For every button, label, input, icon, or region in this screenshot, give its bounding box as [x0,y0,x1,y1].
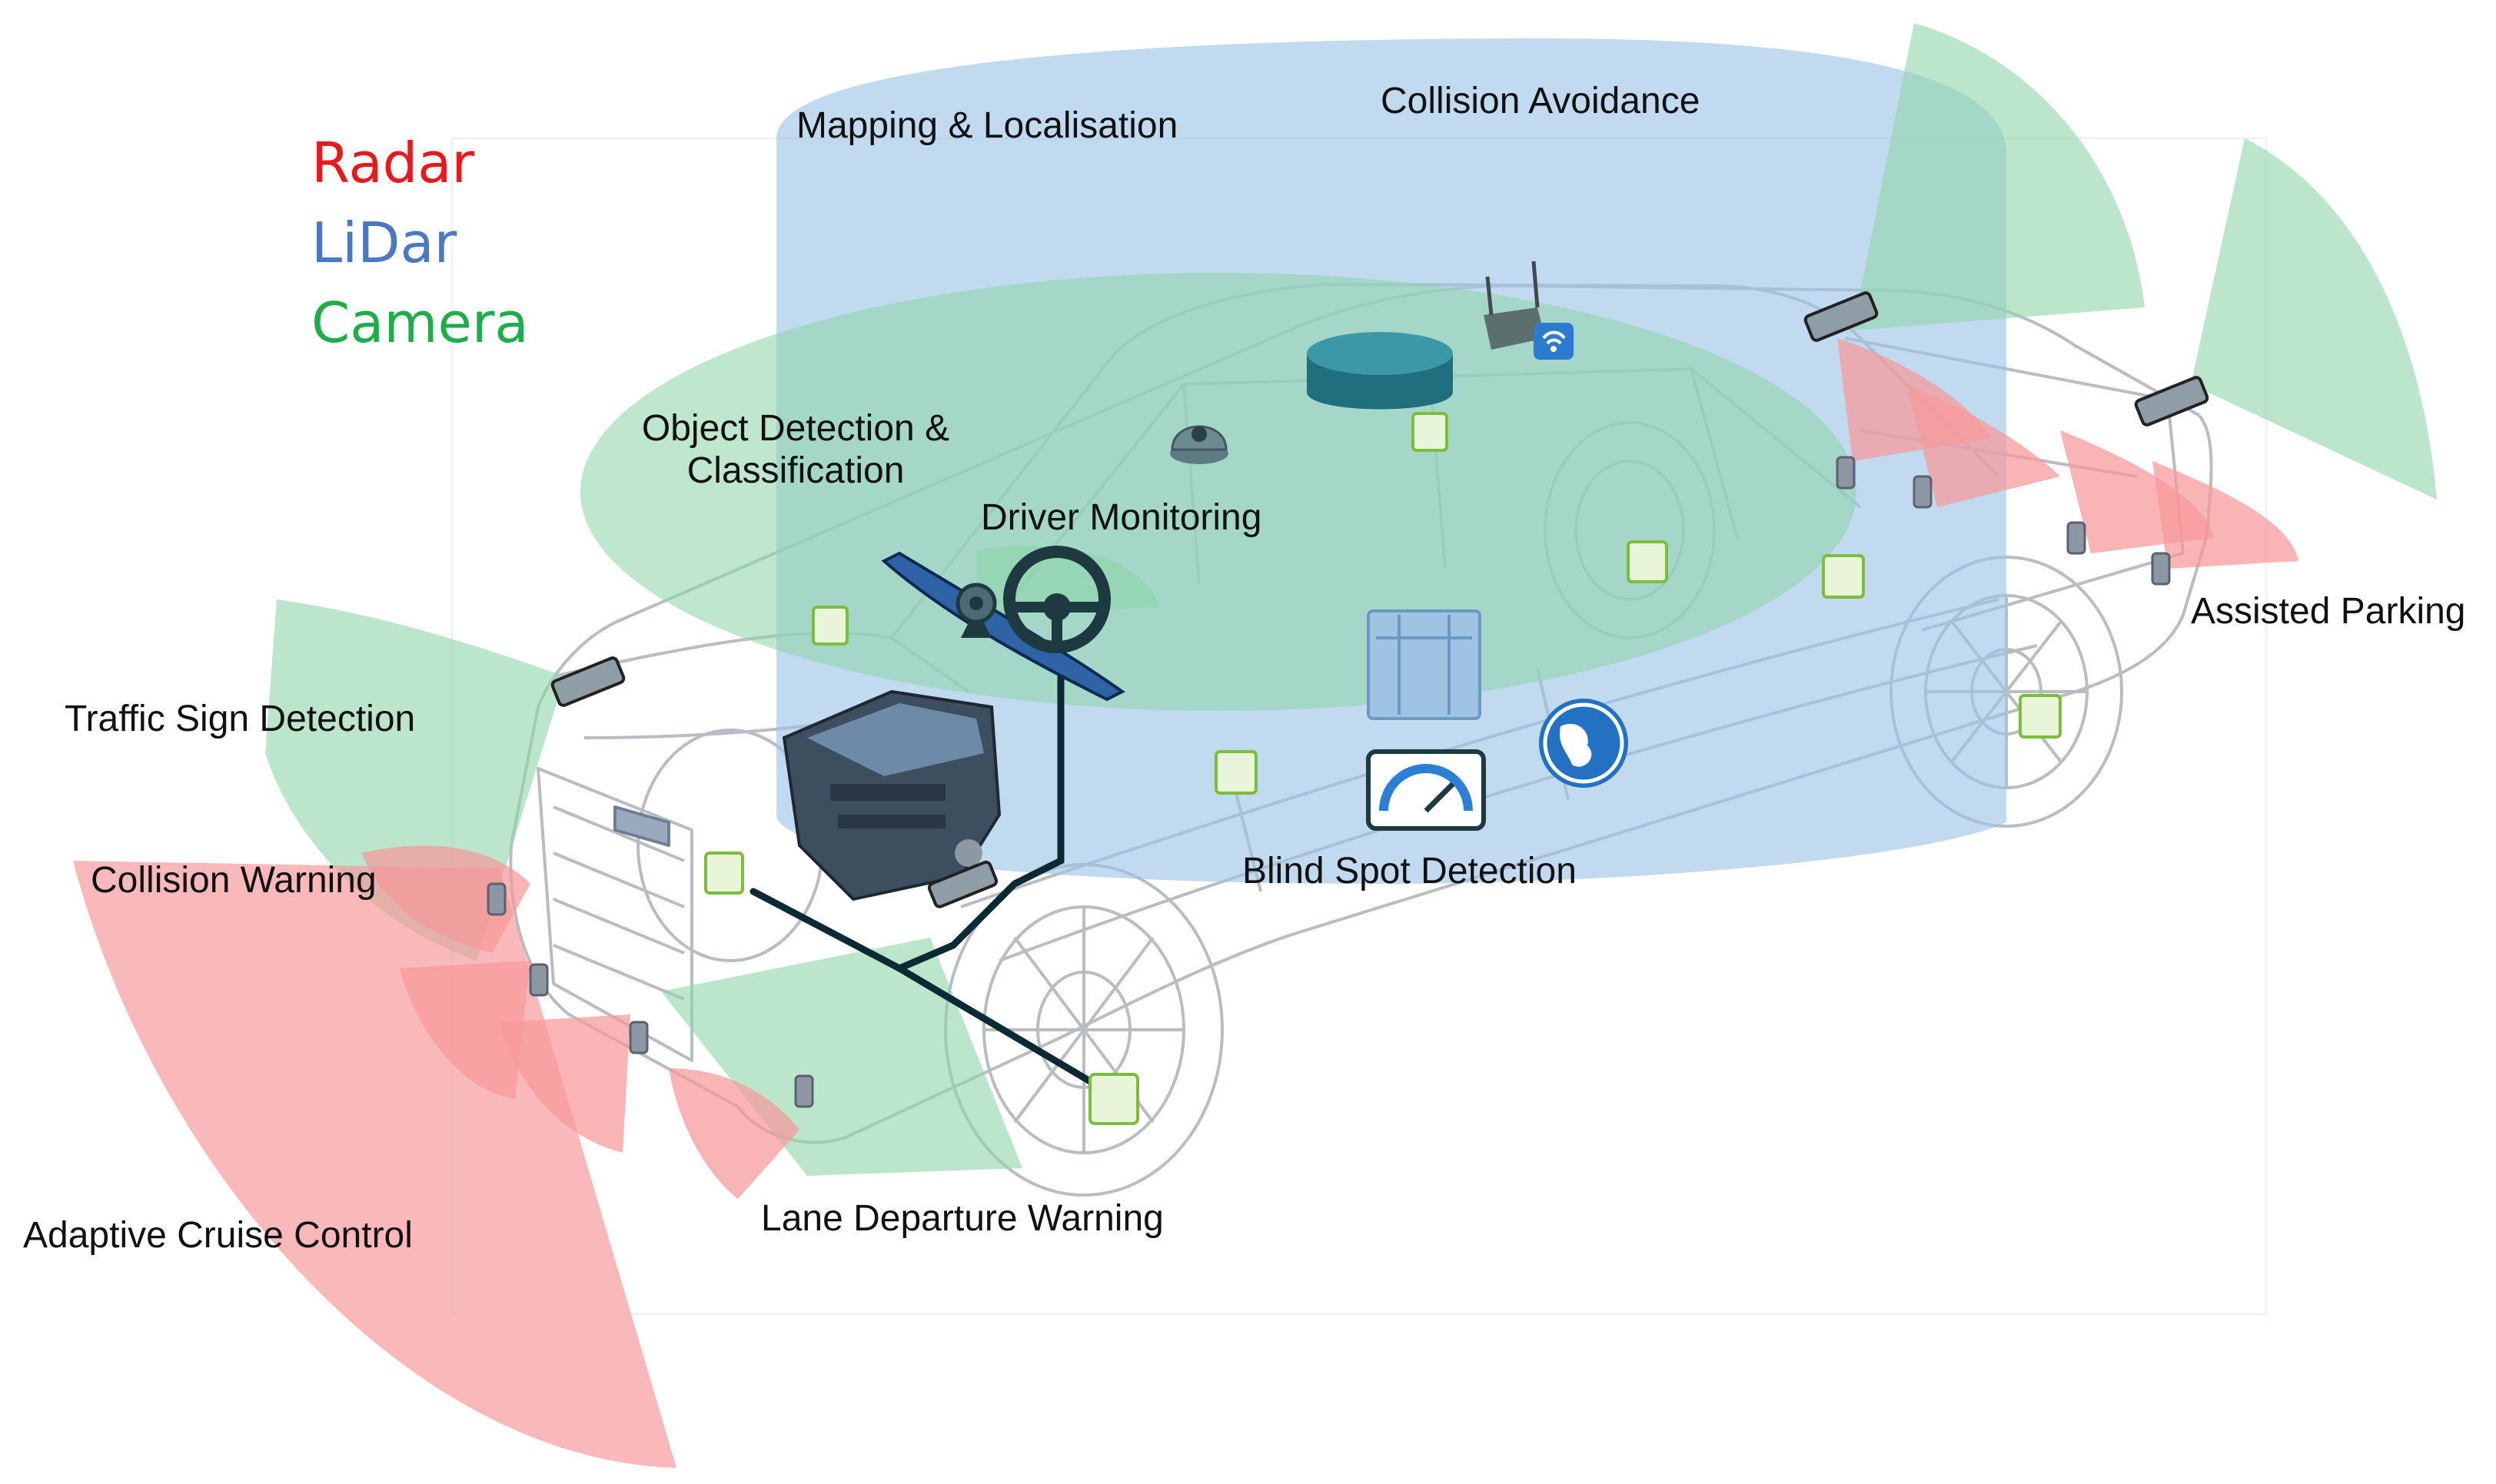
radar-zone-collision-warning [361,845,530,953]
label-collision-warning: Collision Warning [91,860,377,901]
wifi-icon [1534,323,1574,360]
label-driver-monitoring: Driver Monitoring [981,497,1262,538]
label-object-detection-line1: Object Detection & [641,408,950,449]
server-icon [1367,609,1481,720]
sensor-wiring [749,672,1111,1095]
engine-icon [782,689,1002,901]
dash-camera-icon [956,583,997,638]
label-adaptive-cruise-control: Adaptive Cruise Control [23,1215,413,1256]
label-object-detection-line2: Classification [686,450,905,492]
globe-icon [1539,699,1628,788]
legend-radar: Radar [311,131,474,195]
radar-zone-assisted-parking [2152,461,2298,569]
label-collision-avoidance: Collision Avoidance [1381,81,1700,121]
label-traffic-sign-detection: Traffic Sign Detection [65,699,416,739]
label-lane-departure-warning: Lane Departure Warning [761,1198,1164,1239]
gauge-icon [1366,749,1486,831]
legend-lidar: LiDar [311,211,457,275]
camera-module-icon [550,291,2209,908]
dome-camera-icon [1170,425,1228,464]
legend-camera: Camera [311,290,529,355]
radar-sensor-icon [487,456,2171,1108]
camera-zone-object-detection [580,273,1856,711]
processor-chip-icon [704,412,2062,1125]
radar-zone-front-center [500,1014,630,1153]
lidar-unit-icon [1307,332,1453,410]
radar-zone-rear-mid [1906,384,2060,507]
camera-zone-rear-top [1853,23,2145,330]
radar-zone-front-right [669,1068,799,1199]
label-blind-spot-detection: Blind Spot Detection [1242,851,1577,891]
label-object-detection: Object Detection & Classification [615,407,976,492]
router-icon [1484,261,1545,350]
radar-zone-front-left [400,961,530,1099]
radar-zone-adaptive-cruise [73,861,676,1468]
steering-wheel-icon [1003,546,1111,653]
camera-zone-rear-right [2191,138,2437,500]
label-assisted-parking: Assisted Parking [2191,591,2466,632]
camera-zone-lane-departure [661,938,1022,1176]
label-mapping-localisation: Mapping & Localisation [796,105,1178,146]
